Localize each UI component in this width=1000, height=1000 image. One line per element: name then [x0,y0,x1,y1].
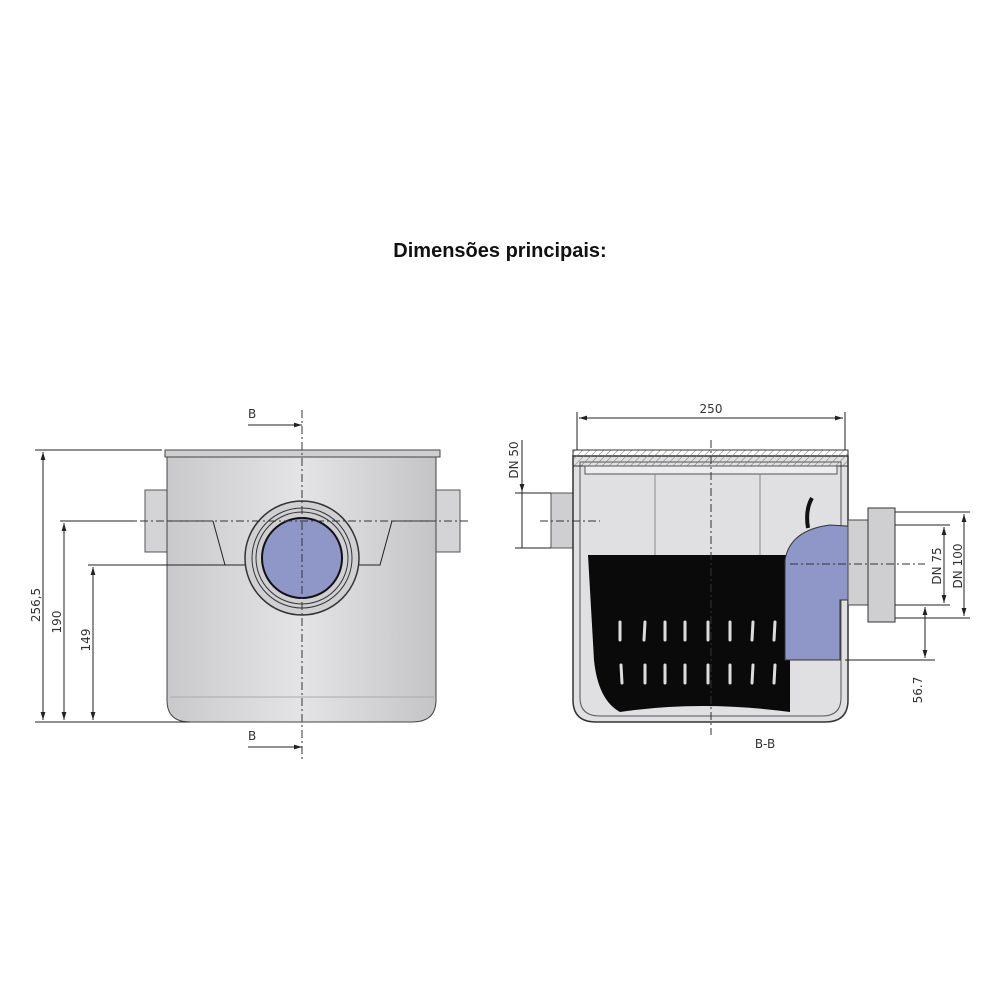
dim-outlet-height: 149 [79,629,93,652]
filter-basket [588,555,790,712]
dim-outlet-offset: 56.7 [911,677,925,704]
section-name: B-B [755,737,775,751]
dim-outlet-dn-outer: DN 100 [951,544,965,589]
basket-handle [805,496,814,529]
basket-slots [618,620,777,685]
dim-inlet-height: 190 [50,611,64,634]
section-view: 250 DN 50 DN 75 DN 100 56.7 B-B [507,402,970,751]
front-view: B B 256,5 190 149 [29,407,470,760]
outlet-flange-section [867,507,896,623]
dim-outlet-dn-inner: DN 75 [930,547,944,584]
dim-inlet-dn: DN 50 [507,441,521,478]
section-label-top: B [248,407,256,421]
page-title: Dimensões principais: [393,240,607,262]
section-label-bottom: B [248,729,256,743]
dim-width: 250 [700,402,723,416]
dim-total-height: 256,5 [29,588,43,622]
